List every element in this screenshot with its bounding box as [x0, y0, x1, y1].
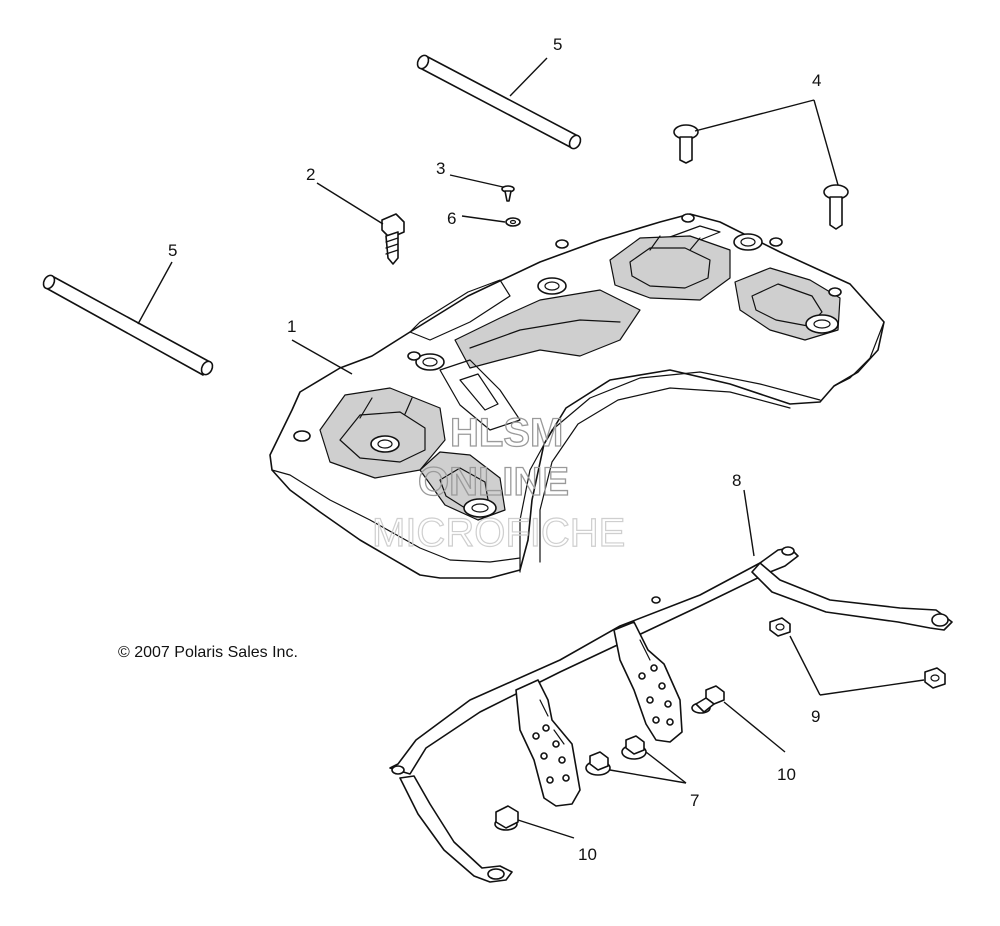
callout-5-upper: 5	[553, 35, 562, 54]
bolt-2	[381, 213, 405, 265]
bolt-4-right	[823, 184, 849, 230]
screw-3	[501, 185, 515, 202]
callout-5-left: 5	[168, 241, 177, 260]
callout-1: 1	[287, 317, 296, 336]
copyright-notice: © 2007 Polaris Sales Inc.	[118, 644, 298, 661]
rack-body	[269, 213, 885, 579]
bolt-4-left	[673, 124, 699, 164]
callout-9: 9	[811, 707, 820, 726]
callout-8: 8	[732, 471, 741, 490]
rod-left	[42, 274, 214, 376]
flange-bolt-10-upper	[691, 685, 725, 714]
leader-lines	[137, 57, 925, 839]
callout-2: 2	[306, 165, 315, 184]
flange-bolt-10-lower	[494, 805, 519, 831]
watermark: HLSM ONLINE MICROFICHE	[371, 410, 626, 555]
callout-10-upper: 10	[777, 765, 796, 784]
callout-10-lower: 10	[578, 845, 597, 864]
callout-6: 6	[447, 209, 456, 228]
watermark-line-1: HLSM	[450, 411, 563, 455]
nut-9-upper	[769, 617, 791, 637]
callout-4: 4	[812, 71, 821, 90]
callout-7: 7	[690, 791, 699, 810]
callout-3: 3	[436, 159, 445, 178]
callouts: 1 2 3 4 5 5 6 7 8 9 10 10	[168, 35, 821, 864]
nut-9-lower	[924, 667, 946, 689]
rack-holes	[293, 213, 842, 518]
watermark-line-3: MICROFICHE	[372, 511, 625, 555]
rod-upper	[416, 54, 582, 150]
flange-nut-7-left	[585, 751, 611, 776]
washer-6	[505, 217, 521, 227]
support-bracket	[389, 546, 953, 883]
watermark-line-2: ONLINE	[418, 460, 569, 504]
flange-nut-7-right	[621, 735, 647, 760]
